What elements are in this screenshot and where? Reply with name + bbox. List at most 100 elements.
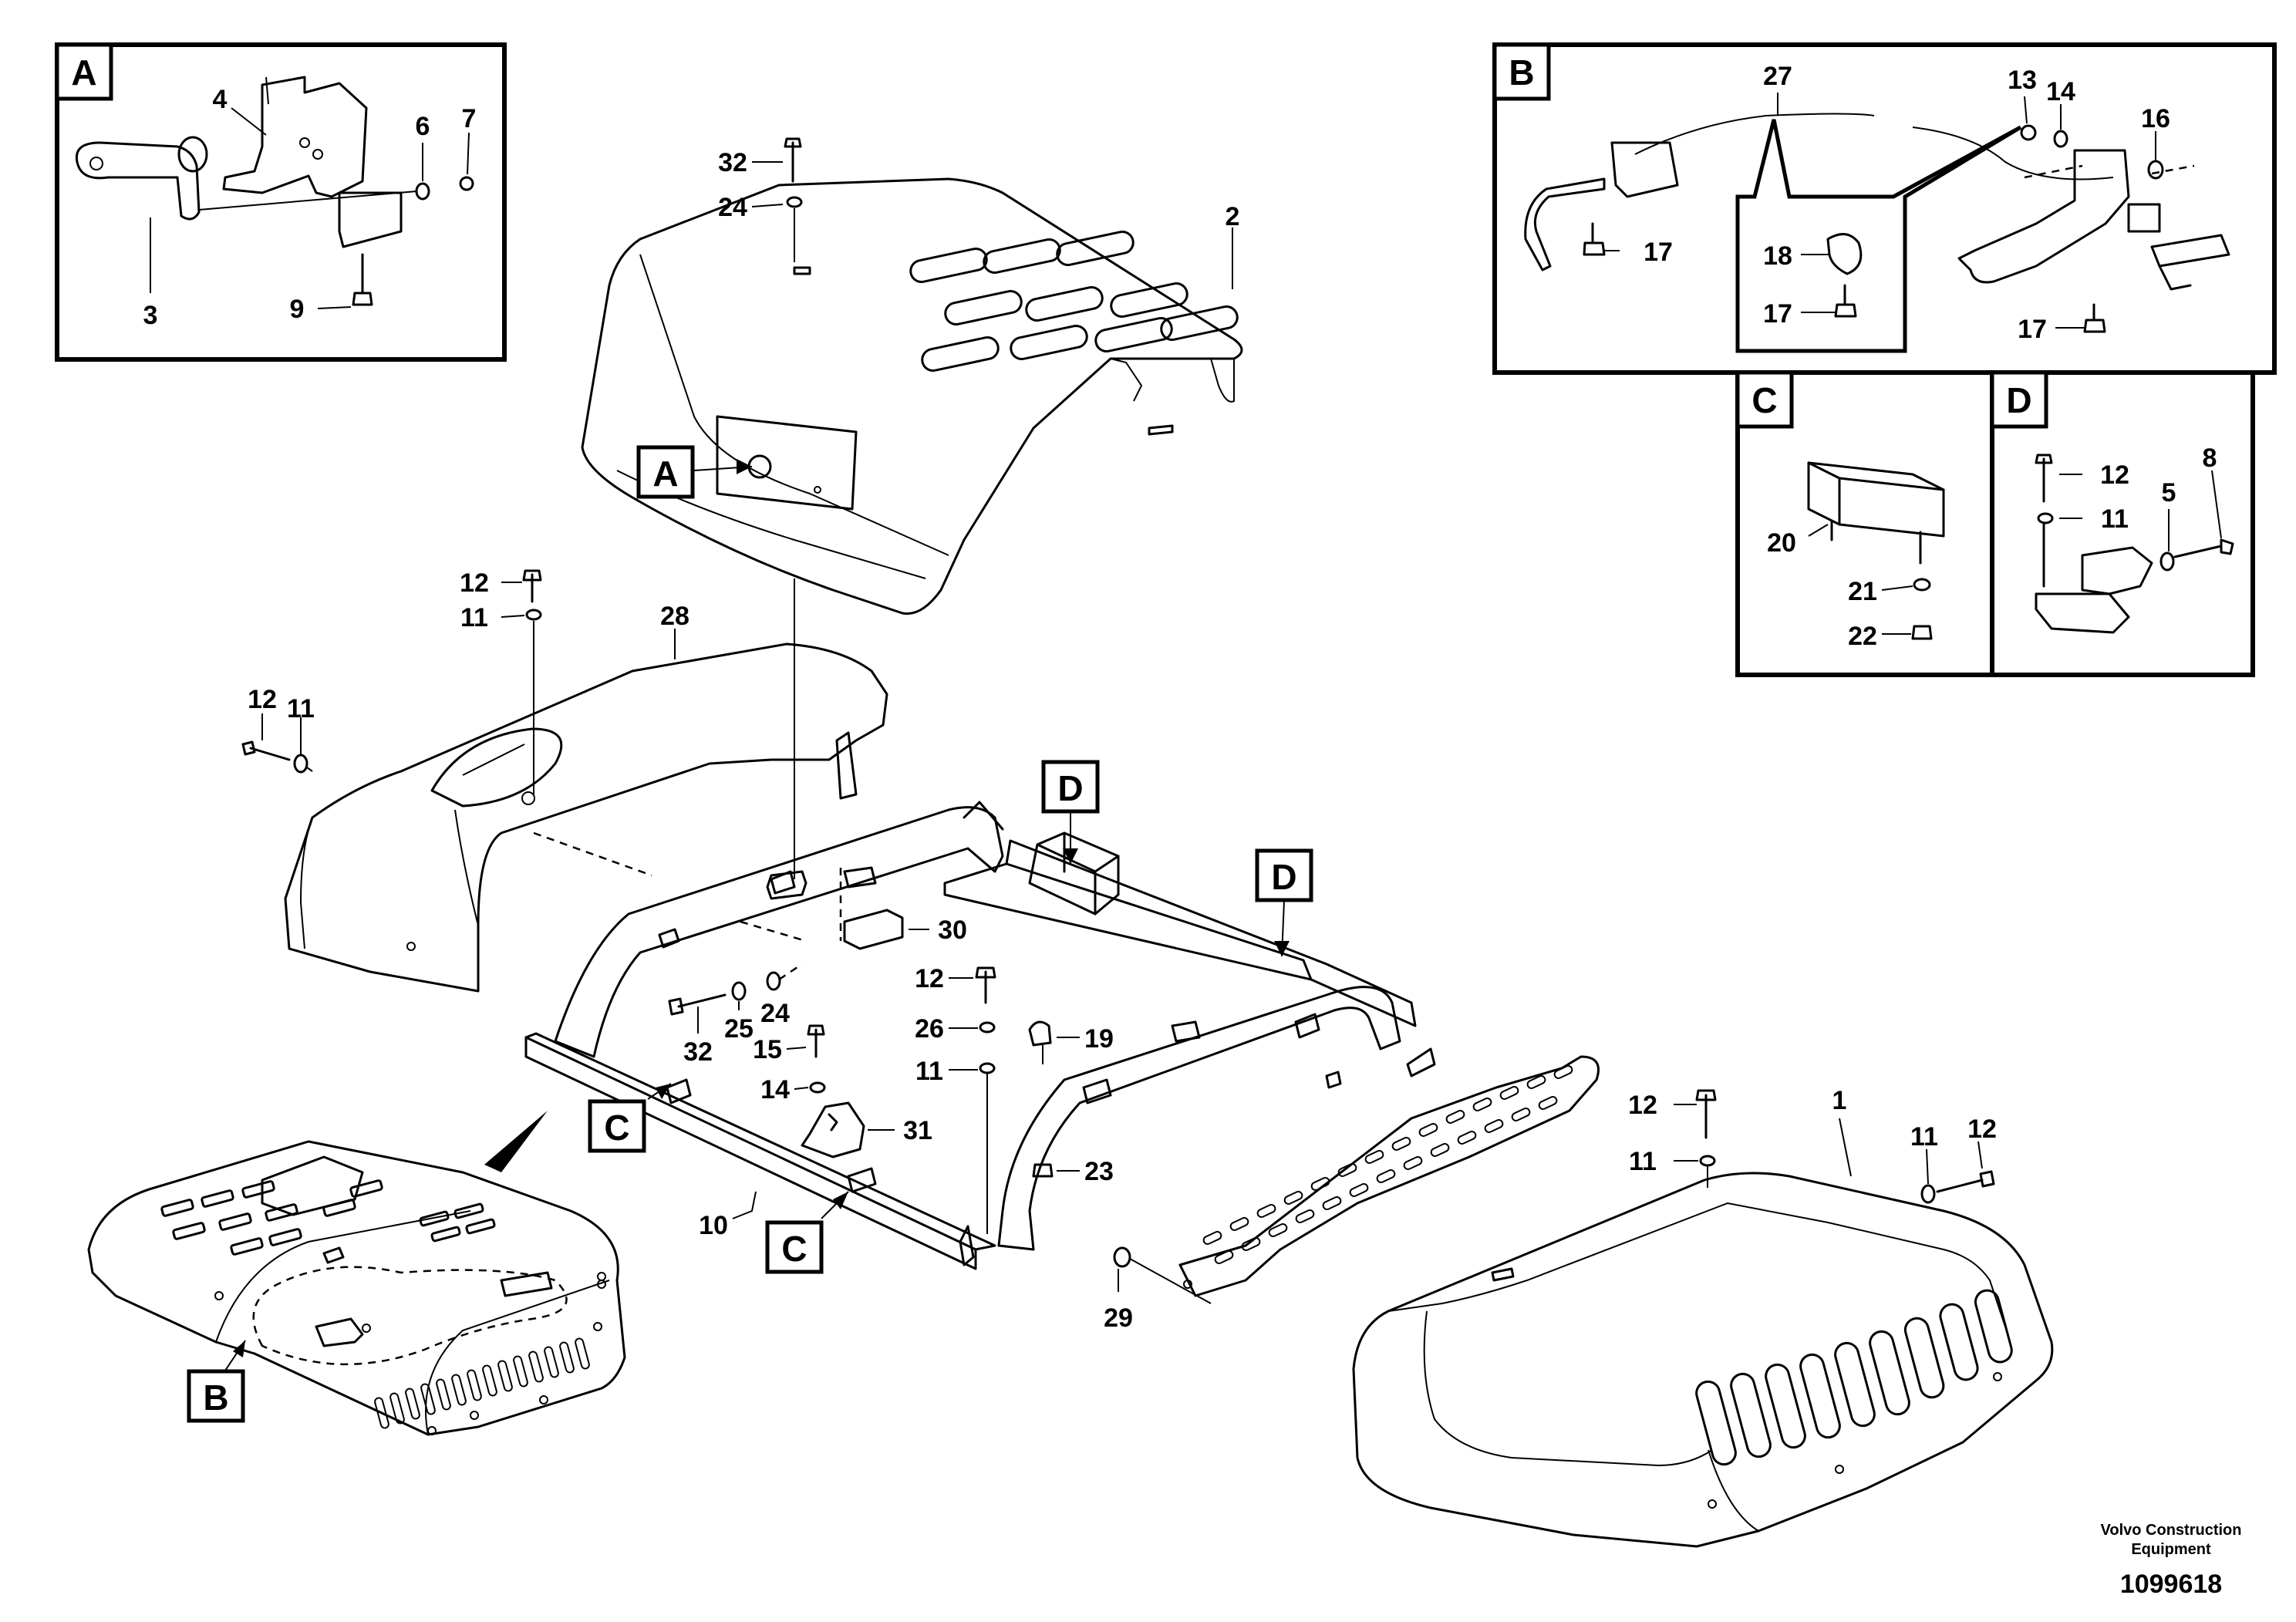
latch-arm xyxy=(1524,177,1606,271)
callout-12-right-hood-top: 12 xyxy=(1628,1091,1657,1120)
nut-22 xyxy=(1911,625,1933,640)
callout-11-d: 11 xyxy=(2101,504,2129,534)
right-hood-vent-slots xyxy=(1695,1289,2013,1466)
washer-11-d xyxy=(2037,512,2054,524)
washer-26 xyxy=(979,1021,996,1034)
inset-c-label: C xyxy=(1752,380,1777,420)
screw-12-left-hood-side xyxy=(241,740,291,761)
frame-front-bar xyxy=(524,1036,977,1270)
screw-12-right-hood-top xyxy=(1695,1089,1717,1139)
top-hood-2: 2 32 24 xyxy=(581,137,1243,615)
tag-d-1: D xyxy=(1057,768,1083,808)
callout-12-center: 12 xyxy=(915,964,944,993)
left-hood-outline xyxy=(284,642,888,993)
inset-a-frame xyxy=(55,42,507,362)
stopper-19 xyxy=(1028,1020,1052,1047)
callout-1: 1 xyxy=(1832,1086,1847,1115)
assembled-view xyxy=(87,1140,626,1436)
assembly-arrow xyxy=(484,1111,548,1172)
bracket-4-foot xyxy=(338,191,403,248)
hinge-base xyxy=(2035,592,2130,634)
callout-8: 8 xyxy=(2203,443,2217,473)
screw-17-clip xyxy=(1834,284,1857,318)
left-hood-opening xyxy=(430,727,563,808)
callout-28: 28 xyxy=(660,602,689,631)
washer-14-frame xyxy=(809,1081,826,1094)
tag-d-2-box xyxy=(1255,848,1313,902)
tag-b: B xyxy=(203,1378,228,1418)
screw-12-center xyxy=(975,966,996,1004)
washer-11-left-hood-top xyxy=(525,609,542,621)
screw-7 xyxy=(459,176,474,191)
hood-vent-slots xyxy=(909,231,1239,372)
nut-13 xyxy=(2020,124,2037,141)
callout-23: 23 xyxy=(1084,1157,1114,1186)
screw-29 xyxy=(1113,1246,1131,1268)
callout-10: 10 xyxy=(699,1211,728,1240)
inset-c-label-box xyxy=(1735,370,1794,429)
callout-4: 4 xyxy=(213,85,228,114)
inset-a: A 4 3 6 7 9 xyxy=(55,42,507,362)
tag-c-2-box xyxy=(765,1220,824,1274)
lock-bracket xyxy=(2127,203,2161,233)
tag-d-2: D xyxy=(1271,857,1296,897)
inset-a-label: A xyxy=(71,52,96,93)
washer-11-center xyxy=(979,1062,996,1074)
callout-22: 22 xyxy=(1848,622,1877,651)
lock-mechanism xyxy=(1957,149,2130,284)
lock-bolt xyxy=(2158,265,2192,291)
screw-17-left xyxy=(1583,222,1606,256)
callout-13: 13 xyxy=(2008,66,2037,95)
inset-a-label-box xyxy=(55,42,113,101)
callout-14-frame: 14 xyxy=(760,1075,790,1104)
handle-recess xyxy=(716,415,858,511)
door-handle-3 xyxy=(75,141,201,221)
bracket-4 xyxy=(222,76,368,198)
grille-29: 29 xyxy=(1104,1055,1600,1333)
callout-19: 19 xyxy=(1084,1024,1114,1054)
right-hood-outline xyxy=(1352,1172,2054,1548)
screw-32-top xyxy=(784,137,802,183)
nut-23 xyxy=(1032,1163,1054,1178)
screw-32-frame xyxy=(668,993,727,1016)
tag-d-1-box xyxy=(1041,760,1100,814)
callout-12-d: 12 xyxy=(2100,460,2129,490)
tag-c-1: C xyxy=(604,1108,629,1148)
inset-d-label: D xyxy=(2006,380,2031,420)
callout-17-left: 17 xyxy=(1644,238,1673,267)
bracket-31 xyxy=(801,1101,865,1158)
callout-12-left-hood-side: 12 xyxy=(248,685,277,714)
frame-10: 10 xyxy=(524,801,1436,1270)
callout-11-center: 11 xyxy=(915,1057,943,1086)
screw-15 xyxy=(807,1024,825,1058)
callout-30: 30 xyxy=(938,916,967,945)
callout-25: 25 xyxy=(724,1014,754,1044)
footer-company-line1: Volvo Construction xyxy=(2101,1522,2242,1539)
screw-12-left-hood-top xyxy=(522,569,542,603)
tag-a: A xyxy=(652,454,678,494)
hinge-plate xyxy=(2081,546,2153,595)
callout-24-frame: 24 xyxy=(760,999,790,1028)
callout-12-left-hood-top: 12 xyxy=(460,568,489,598)
left-hood-28: 28 12 11 12 11 xyxy=(241,568,888,993)
inset-c: C 20 21 22 xyxy=(1735,370,1994,677)
bolt-8 xyxy=(2173,538,2234,558)
callout-32-frame: 32 xyxy=(683,1037,713,1067)
washer-6 xyxy=(415,182,430,201)
callout-11-left-hood-top: 11 xyxy=(460,603,488,632)
callout-11-right-hood-side: 11 xyxy=(1910,1122,1938,1152)
inset-d-frame xyxy=(1990,370,2255,677)
latch-housing xyxy=(1610,141,1679,198)
callout-7: 7 xyxy=(462,104,477,133)
callout-17-right: 17 xyxy=(2018,315,2047,344)
grille-outline xyxy=(1178,1055,1600,1297)
callout-26: 26 xyxy=(915,1014,944,1044)
washer-25 xyxy=(731,981,747,1001)
callout-17-clip: 17 xyxy=(1763,299,1792,329)
rubber-block-30 xyxy=(843,909,904,950)
clip-18 xyxy=(1826,233,1863,275)
lock-plate xyxy=(2150,234,2230,268)
tag-b-box xyxy=(187,1369,245,1423)
rubber-buffer-20 xyxy=(1807,461,1945,538)
